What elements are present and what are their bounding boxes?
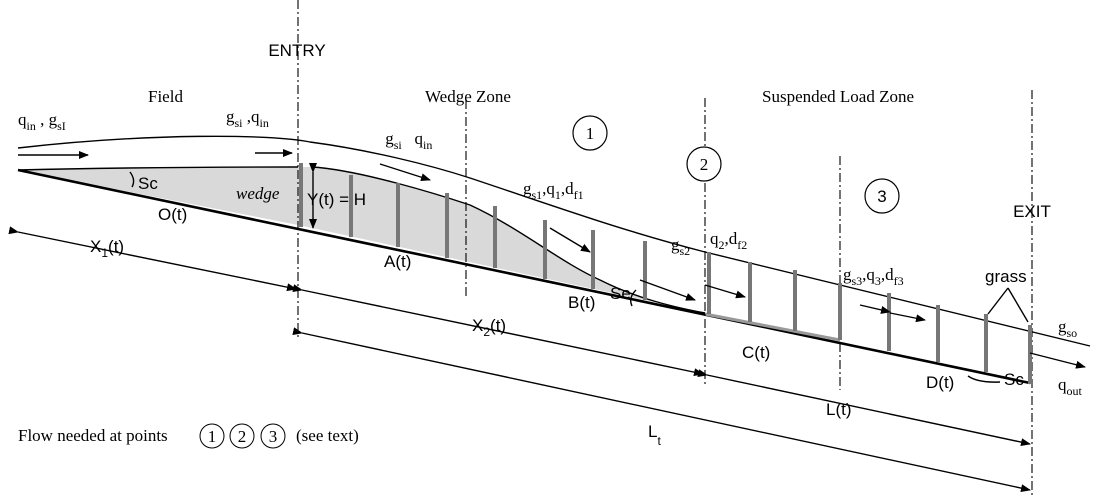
- flow-arrow-2: [639, 279, 696, 301]
- sc-exit-label: Sc: [1004, 370, 1024, 389]
- lt-dim-arrow: [292, 327, 1031, 493]
- flow-arrow-exit: [1029, 352, 1086, 369]
- entry-label: ENTRY: [268, 41, 325, 60]
- field-sediment-line: [17, 166, 299, 171]
- point-marker-1: 1: [572, 115, 608, 151]
- point-marker-3: 3: [864, 178, 900, 214]
- field-deposition-region: [18, 167, 298, 225]
- point-number: 3: [877, 187, 886, 206]
- c-t-label: C(t): [742, 343, 770, 362]
- g-so-label: gso: [1058, 317, 1077, 340]
- q-in-g-si-label: qin , gsI: [18, 110, 66, 133]
- flow-arrow-3b: [859, 304, 891, 314]
- se-label: Se: [610, 284, 631, 303]
- x2-dim-label: X2(t): [472, 316, 506, 339]
- wedge-label: wedge: [236, 184, 280, 203]
- point-number: 2: [700, 155, 709, 174]
- field-label: Field: [148, 87, 183, 106]
- sc-label: Sc: [138, 174, 158, 193]
- caption-point-3: 3: [269, 427, 278, 446]
- y-h-label: Y(t) = H: [307, 190, 366, 209]
- wedge-zone-label: Wedge Zone: [425, 87, 511, 106]
- caption: Flow needed at points 1 2 3 (see text): [18, 423, 359, 449]
- caption-tail: (see text): [296, 426, 359, 445]
- x1-dim-arrow: [8, 226, 297, 292]
- a-t-label: A(t): [384, 252, 411, 271]
- suspended-bottom-line: [704, 312, 841, 342]
- grass-pointer: [987, 287, 1009, 315]
- q2-df2-label: q2,df2: [710, 229, 747, 252]
- caption-lead: Flow needed at points: [18, 426, 168, 445]
- d-t-label: D(t): [926, 373, 954, 392]
- grass-pointer: [1007, 287, 1029, 323]
- x1-dim-label: X1(t): [90, 237, 124, 260]
- g-si-q-in-entry-label: gsi ,qin: [226, 107, 269, 130]
- caption-point-2: 2: [238, 427, 247, 446]
- g-s3-q3-df3-label: gs3,q3,df3: [843, 265, 904, 288]
- flow-arrow-wedge: [379, 163, 431, 182]
- g-si-q-in-wedge-label: gsi qin: [364, 129, 445, 153]
- q-out-label: qout: [1058, 375, 1083, 398]
- water-surface-line: [17, 135, 1091, 347]
- suspended-load-zone-label: Suspended Load Zone: [762, 87, 914, 106]
- l-t-dim-label: L(t): [826, 400, 852, 419]
- sc-angle-arc: [129, 171, 135, 188]
- flow-arrow-1: [549, 227, 591, 253]
- l-t-dim-arrow: [697, 369, 1031, 447]
- b-t-label: B(t): [568, 293, 595, 312]
- se-angle-arc: [629, 289, 637, 307]
- grass-label: grass: [985, 267, 1027, 286]
- exit-label: EXIT: [1013, 202, 1051, 221]
- sc-angle-arc-exit: [967, 375, 1001, 383]
- g-s1-q1-df1-label: gs1,q1,df1: [523, 179, 584, 202]
- point-marker-2: 2: [686, 146, 722, 182]
- point-number: 1: [586, 124, 595, 143]
- lt-dim-label: Lt: [648, 422, 661, 448]
- o-t-label: O(t): [158, 205, 187, 224]
- flow-arrow-3c: [889, 312, 926, 323]
- caption-point-1: 1: [208, 427, 217, 446]
- flow-arrow-3a: [704, 284, 746, 299]
- g-s2-label: gs2: [671, 235, 690, 258]
